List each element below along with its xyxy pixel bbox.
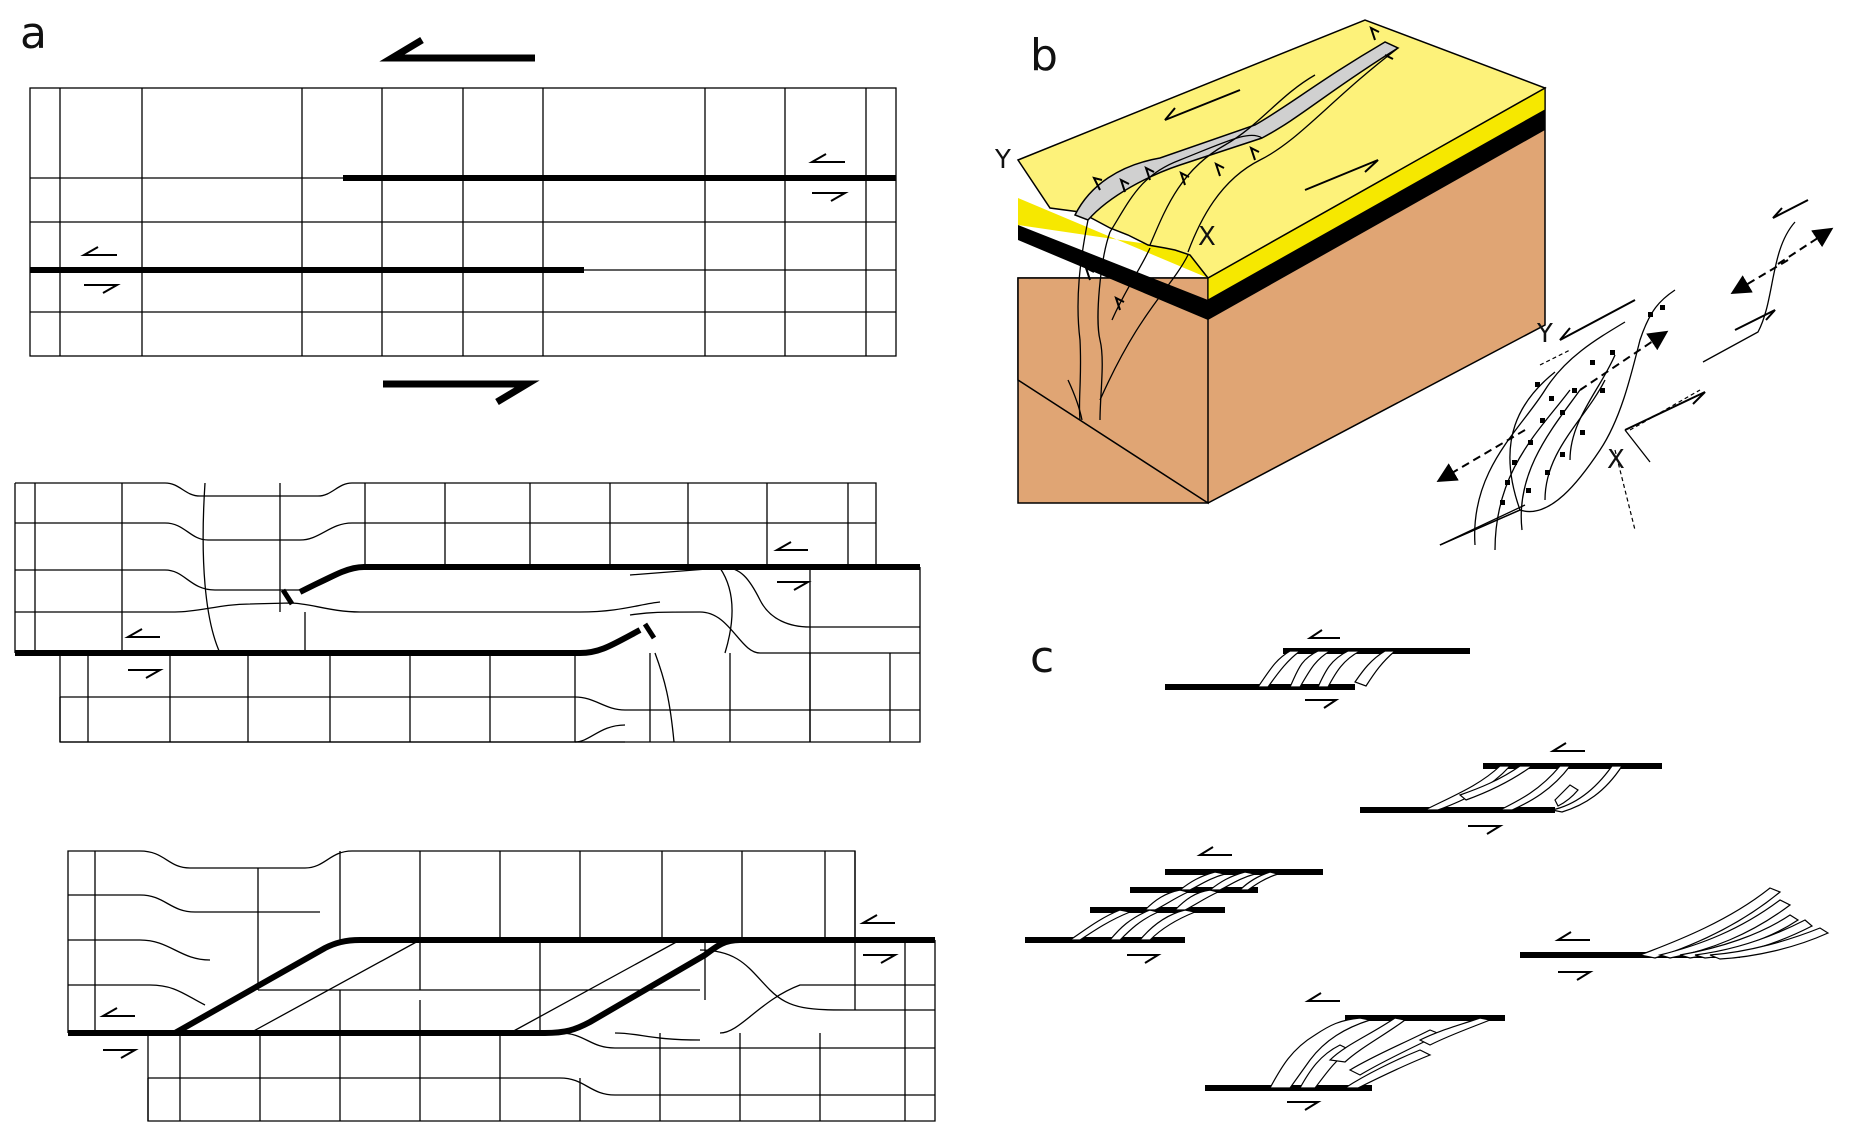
shear-arrow-bottom bbox=[383, 380, 540, 406]
panel-a: a bbox=[14, 8, 936, 1122]
marker-x-block: X bbox=[1198, 222, 1216, 252]
sigmoid-fault-trace bbox=[1702, 221, 1796, 363]
vein-array-5 bbox=[1205, 992, 1505, 1111]
marker-y-block: Y bbox=[994, 145, 1011, 175]
shear-sense-icon bbox=[808, 153, 849, 202]
fault-basin-upper bbox=[173, 937, 740, 1036]
shear-arrow-plan bbox=[1772, 199, 1809, 219]
panel-a-label: a bbox=[20, 8, 47, 59]
pull-apart-mature bbox=[67, 850, 936, 1122]
vein-array-3 bbox=[1025, 846, 1323, 964]
panel-b-label: b bbox=[1030, 30, 1058, 81]
fault-lower bbox=[15, 627, 642, 656]
normal-fault-ticks bbox=[1084, 26, 1394, 311]
panel-b: b Y X bbox=[994, 19, 1834, 551]
fault-upper bbox=[298, 564, 920, 595]
shear-arrow-top-surface bbox=[1164, 89, 1241, 121]
panel-c-label: c bbox=[1030, 632, 1054, 683]
shear-sense-icon bbox=[124, 628, 164, 679]
shear-sense-icon bbox=[773, 541, 812, 591]
shear-sense-icon bbox=[99, 1007, 139, 1059]
shear-arrow-plan bbox=[1559, 299, 1636, 341]
marker-y-plan: Y bbox=[1536, 319, 1553, 349]
shear-arrow-plan bbox=[1734, 309, 1776, 331]
shear-arrow-top-surface bbox=[1304, 159, 1379, 191]
undeformed-grid bbox=[29, 87, 897, 357]
vein-array-4 bbox=[1520, 887, 1830, 981]
marker-x-plan: X bbox=[1607, 445, 1625, 475]
shear-sense-icon bbox=[80, 246, 121, 294]
panel-c: c bbox=[1025, 629, 1830, 1111]
shear-sense-icon bbox=[859, 914, 899, 964]
shear-arrow-top bbox=[379, 36, 535, 62]
pull-apart-early bbox=[14, 482, 921, 743]
vein-array-1 bbox=[1165, 629, 1470, 709]
shear-arrow-plan bbox=[1624, 391, 1706, 431]
fault-trace-left-face bbox=[1077, 219, 1089, 421]
sigmoid-plan-view: Y X bbox=[1436, 199, 1834, 551]
vein-array-2 bbox=[1360, 742, 1662, 835]
